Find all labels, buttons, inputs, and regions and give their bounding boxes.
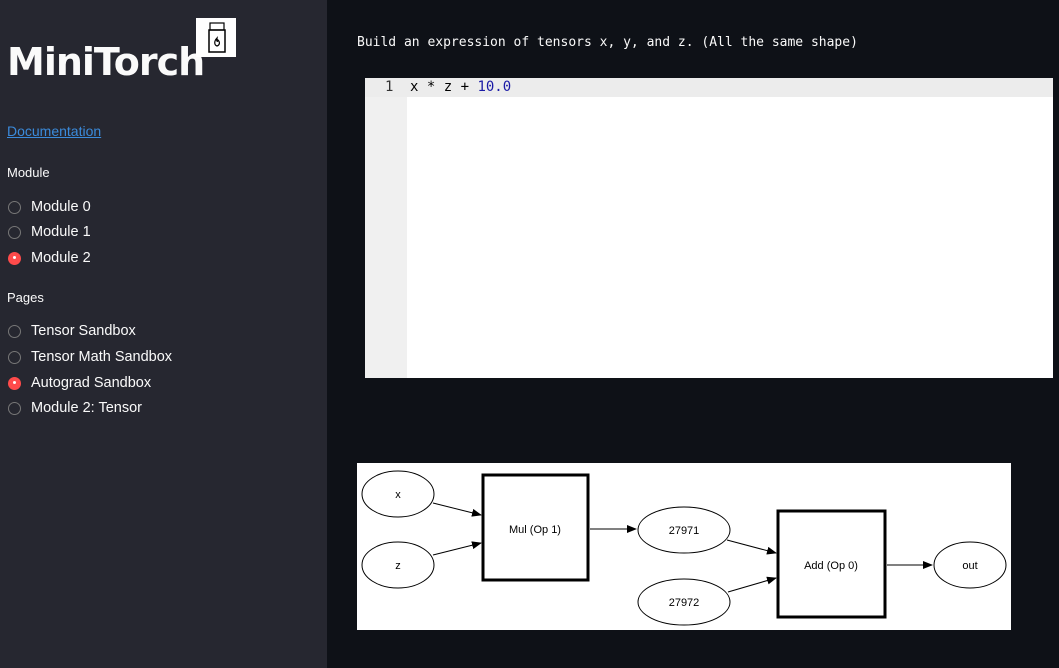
radio-icon bbox=[8, 200, 21, 214]
radio-icon bbox=[8, 401, 21, 415]
radio-module-0[interactable]: Module 0 bbox=[8, 199, 91, 215]
node-out bbox=[933, 541, 1007, 589]
node-label: Mul (Op 1) bbox=[509, 524, 561, 536]
matchbox-logo-icon bbox=[196, 18, 236, 57]
edge bbox=[727, 576, 777, 593]
edge bbox=[432, 541, 482, 556]
node-mul bbox=[481, 473, 590, 582]
autograd-graph: x z Mul (Op 1) 27971 27972 Add (Op 0) ou… bbox=[357, 463, 1011, 630]
pages-label: Pages bbox=[7, 290, 44, 305]
node-label: 27971 bbox=[669, 525, 700, 537]
code-number: 10.0 bbox=[477, 79, 512, 95]
radio-label: Module 0 bbox=[31, 199, 91, 215]
app-title: MiniTorch bbox=[7, 40, 205, 84]
code-expression: x * z + bbox=[410, 79, 478, 95]
radio-icon bbox=[8, 225, 21, 239]
sidebar: MiniTorch Documentation Module Module 0 … bbox=[0, 0, 327, 668]
radio-tensor-sandbox[interactable]: Tensor Sandbox bbox=[8, 323, 136, 339]
code-editor[interactable]: 1 x * z + 10.0 bbox=[365, 78, 1053, 378]
radio-label: Autograd Sandbox bbox=[31, 375, 152, 391]
radio-label: Module 2 bbox=[31, 250, 91, 266]
radio-module-2-tensor[interactable]: Module 2: Tensor bbox=[8, 400, 142, 416]
radio-selected-icon bbox=[8, 376, 21, 390]
documentation-link[interactable]: Documentation bbox=[7, 123, 102, 139]
radio-selected-icon bbox=[8, 251, 21, 265]
node-add bbox=[776, 509, 887, 619]
node-27971 bbox=[637, 506, 731, 554]
radio-autograd-sandbox[interactable]: Autograd Sandbox bbox=[8, 375, 151, 391]
radio-label: Module 2: Tensor bbox=[31, 400, 142, 416]
module-label: Module bbox=[7, 165, 50, 180]
radio-module-1[interactable]: Module 1 bbox=[8, 224, 91, 240]
editor-line[interactable]: 1 x * z + 10.0 bbox=[365, 78, 1053, 97]
line-number: 1 bbox=[385, 79, 394, 95]
radio-icon bbox=[8, 324, 21, 338]
code-text[interactable]: x * z + 10.0 bbox=[410, 79, 511, 95]
node-label: Add (Op 0) bbox=[804, 560, 858, 572]
node-label: x bbox=[395, 489, 401, 501]
prompt-text: Build an expression of tensors x, y, and… bbox=[357, 35, 858, 50]
editor-gutter bbox=[365, 78, 407, 378]
radio-icon bbox=[8, 350, 21, 364]
radio-label: Tensor Math Sandbox bbox=[31, 349, 173, 365]
radio-label: Tensor Sandbox bbox=[31, 323, 136, 339]
radio-label: Module 1 bbox=[31, 224, 91, 240]
radio-module-2[interactable]: Module 2 bbox=[8, 250, 91, 266]
node-label: 27972 bbox=[669, 597, 700, 609]
node-label: out bbox=[962, 560, 977, 572]
edge bbox=[726, 539, 777, 555]
node-label: z bbox=[395, 560, 401, 572]
node-z bbox=[361, 541, 435, 589]
radio-tensor-math-sandbox[interactable]: Tensor Math Sandbox bbox=[8, 349, 172, 365]
node-27972 bbox=[637, 578, 731, 626]
node-x bbox=[361, 470, 435, 518]
edge bbox=[432, 502, 482, 517]
